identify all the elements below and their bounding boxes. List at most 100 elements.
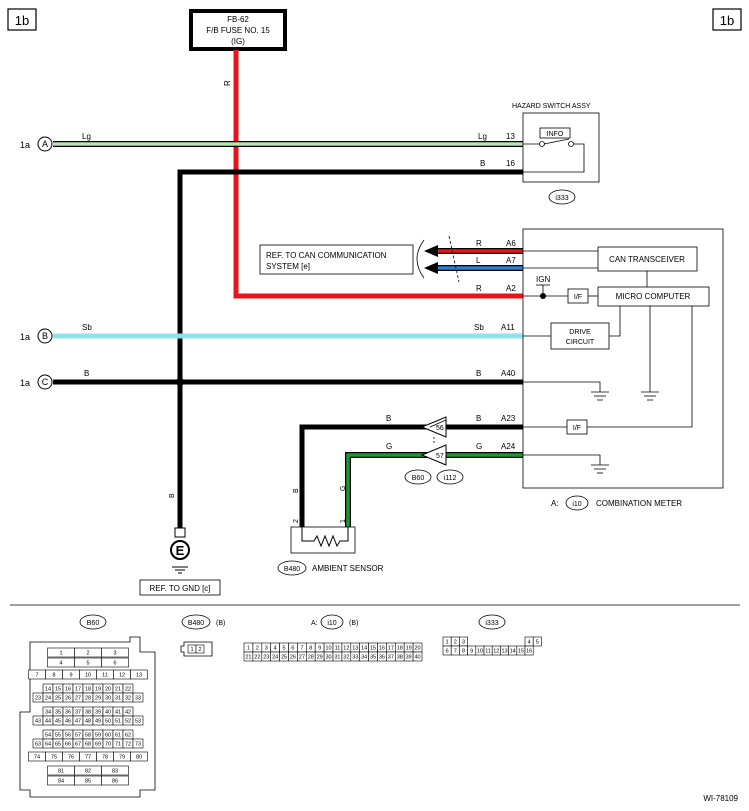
pin-number: 28	[308, 655, 314, 661]
pin-number: 48	[85, 719, 91, 725]
hazard-switch-assy: HAZARD SWITCH ASSY INFO i333	[512, 103, 600, 205]
pin-number: 24	[272, 655, 278, 661]
offpage-b[interactable]: 1a B	[20, 328, 53, 344]
pin-number: 3	[113, 651, 116, 657]
pin-number: 18	[397, 646, 403, 652]
pin-number: 11	[335, 646, 341, 652]
pin-number: 13	[352, 646, 358, 652]
pin-number: 18	[85, 687, 91, 693]
pin-number: 56	[65, 733, 71, 739]
offpage-c-prefix: 1a	[20, 378, 30, 388]
offpage-c[interactable]: 1a C	[20, 374, 53, 390]
pin-number: 36	[379, 655, 385, 661]
wire-label-b-a23-left: B	[386, 414, 391, 423]
wire-label-lg-left: Lg	[82, 132, 91, 141]
b60-name: B60	[87, 620, 100, 627]
pin-number: 8	[52, 673, 55, 679]
pin-number: 17	[75, 687, 81, 693]
pin-number: 47	[75, 719, 81, 725]
wire-sensor-black	[299, 424, 436, 527]
pin-number: 35	[370, 655, 376, 661]
pin-number: 69	[95, 742, 101, 748]
pin-number: 8	[309, 646, 312, 652]
pin-number: 44	[45, 719, 51, 725]
pin-number: 1	[446, 640, 449, 646]
pin-a23: A23	[501, 414, 516, 423]
pin-number: 79	[119, 755, 125, 761]
pin-a2: A2	[506, 284, 516, 293]
pin-cell	[412, 651, 423, 662]
pin-number: 16	[65, 687, 71, 693]
pin-16: 16	[506, 159, 515, 168]
ref-can-label-2: SYSTEM [e]	[266, 262, 310, 271]
pin-number: 35	[55, 710, 61, 716]
pin-a6: A6	[506, 239, 516, 248]
pin-number: 30	[325, 655, 331, 661]
pin-number: 74	[34, 755, 40, 761]
pin-number: 8	[462, 649, 465, 655]
wire-label-b-a23-right: B	[476, 414, 481, 423]
wire-label-g-a24-left: G	[386, 442, 392, 451]
pin-number: 85	[85, 779, 91, 785]
pin-number: 6	[446, 649, 449, 655]
page-tag-right: 1b	[712, 8, 742, 31]
pin-number: 2	[256, 646, 259, 652]
page-tag-left-label: 1b	[15, 13, 29, 28]
pin-number: 9	[470, 649, 473, 655]
pin-number: 13	[136, 673, 142, 679]
pin-number: 5	[536, 640, 539, 646]
offpage-a-prefix: 1a	[20, 140, 30, 150]
meter-caption: COMBINATION METER	[596, 499, 682, 508]
pin-number: 31	[334, 655, 340, 661]
pin-number: 16	[379, 646, 385, 652]
pin-number: 15	[518, 649, 524, 655]
offpage-b-prefix: 1a	[20, 332, 30, 342]
wire-label-b-sensor: B	[293, 488, 300, 493]
i10-suffix: (B)	[349, 620, 358, 627]
offpage-a-letter: A	[42, 139, 48, 149]
ground-ref-label[interactable]: REF. TO GND [c]	[149, 584, 210, 593]
pin-number: 41	[115, 710, 121, 716]
pin-number: 77	[85, 755, 91, 761]
pin-number: 76	[68, 755, 74, 761]
pin-number: 19	[406, 646, 412, 652]
pin-cell	[101, 657, 129, 668]
pin-number: 15	[370, 646, 376, 652]
pin-number: 22	[125, 687, 131, 693]
fuse-label-3: (IG)	[231, 37, 245, 46]
pin-number: 2	[198, 647, 201, 653]
pin-cell	[101, 647, 129, 658]
pin-cell	[130, 669, 148, 680]
info-button-label: INFO	[547, 131, 564, 138]
pin-number: 19	[95, 687, 101, 693]
ref-can-box[interactable]: REF. TO CAN COMMUNICATION SYSTEM [e]	[259, 244, 414, 275]
pin-number: 61	[115, 733, 121, 739]
i10-name: i10	[327, 620, 336, 627]
pin-number: 22	[254, 655, 260, 661]
pin-number: 33	[352, 655, 358, 661]
sensor-pin-1: 1	[340, 519, 347, 523]
pin-number: 62	[125, 733, 131, 739]
pin-number: 58	[85, 733, 91, 739]
drive-circuit-label-2: CIRCUIT	[566, 339, 595, 346]
wire-label-b-a40-left: B	[84, 369, 89, 378]
pin-a7: A7	[506, 256, 516, 265]
if-label-bottom: I/F	[573, 425, 581, 432]
pin-number: 71	[115, 742, 121, 748]
pin-number: 27	[75, 696, 81, 702]
pin-number: 4	[528, 640, 531, 646]
b480-suffix: (B)	[216, 620, 225, 627]
pin-number: 2	[454, 640, 457, 646]
pin-number: 1	[59, 651, 62, 657]
wire-label-r-a2: R	[476, 284, 482, 293]
i10-prefix: A:	[311, 620, 318, 627]
meter-connector-label: i10	[572, 501, 581, 508]
ground-e: E REF. TO GND [c]	[139, 527, 221, 596]
offpage-a[interactable]: 1a A	[20, 136, 53, 152]
wire-label-sb-left: Sb	[82, 323, 92, 332]
wire-label-lg-right: Lg	[478, 132, 487, 141]
pin-number: 12	[343, 646, 349, 652]
can-transceiver-label: CAN TRANSCEIVER	[609, 255, 685, 264]
